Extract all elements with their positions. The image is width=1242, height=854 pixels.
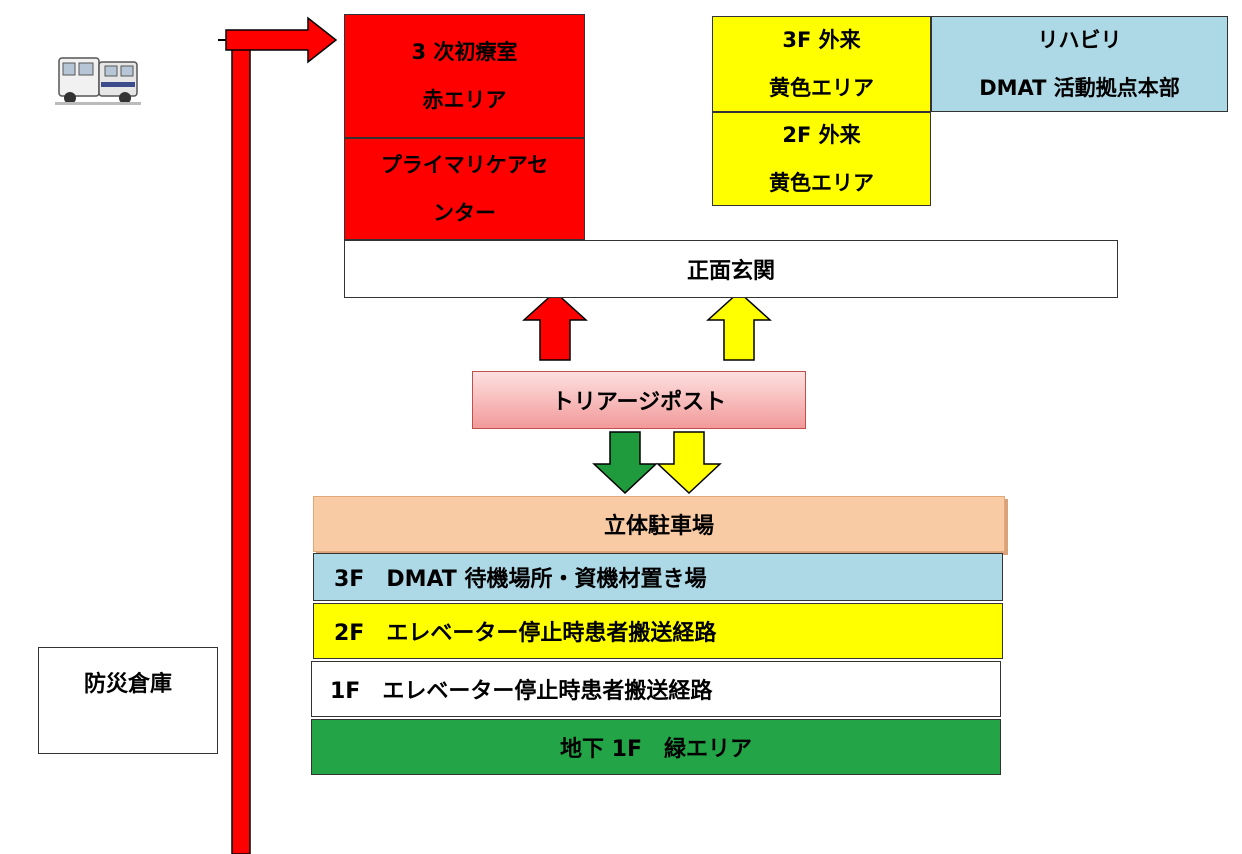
red-area-subtitle: 赤エリア — [422, 88, 507, 112]
triage-post: トリアージポスト — [472, 371, 806, 429]
up-arrow-yellow — [706, 290, 772, 361]
main-entrance: 正面玄関 — [344, 240, 1118, 298]
parking-2f-label: 2F エレベーター停止時患者搬送経路 — [334, 621, 717, 646]
parking-structure-label: 立体駐車場 — [603, 514, 714, 539]
primary-care-center: プライマリケアセ ンター — [344, 138, 585, 240]
parking-2f-transport-route: 2F エレベーター停止時患者搬送経路 — [313, 603, 1003, 659]
primary-care-line2: ンター — [433, 201, 496, 225]
ambulance-icon — [55, 52, 141, 108]
outpatient-2f-subtitle: 黄色エリア — [769, 171, 874, 195]
main-entrance-label: 正面玄関 — [686, 259, 775, 284]
ambulance-route-arrow — [225, 16, 338, 64]
down-arrow-yellow — [656, 431, 722, 495]
outpatient-3f-yellow-area: 3F 外来 黄色エリア — [712, 16, 931, 112]
parking-3f-dmat-standby: 3F DMAT 待機場所・資機材置き場 — [313, 553, 1003, 601]
disaster-storage: 防災倉庫 — [38, 647, 218, 754]
outpatient-3f-subtitle: 黄色エリア — [769, 76, 874, 100]
parking-3f-label: 3F DMAT 待機場所・資機材置き場 — [334, 567, 707, 592]
triage-post-label: トリアージポスト — [551, 390, 727, 415]
outpatient-2f-title: 2F 外来 — [782, 123, 861, 147]
rehab-title: リハビリ — [1037, 28, 1122, 52]
parking-1f-label: 1F エレベーター停止時患者搬送経路 — [330, 679, 713, 704]
parking-1f-transport-route: 1F エレベーター停止時患者搬送経路 — [311, 661, 1001, 717]
outpatient-3f-title: 3F 外来 — [782, 28, 861, 52]
dmat-hq-title: DMAT 活動拠点本部 — [979, 76, 1180, 100]
up-arrow-red — [522, 290, 588, 361]
down-arrow-green — [592, 431, 658, 495]
basement-1f-green-area: 地下 1F 緑エリア — [311, 719, 1001, 775]
parking-structure: 立体駐車場 — [313, 496, 1005, 552]
ambulance-route-line — [231, 39, 251, 854]
basement-1f-label: 地下 1F 緑エリア — [560, 737, 752, 762]
outpatient-2f-yellow-area: 2F 外来 黄色エリア — [712, 112, 931, 206]
primary-care-line1: プライマリケアセ — [380, 153, 549, 177]
red-area-title: 3 次初療室 — [411, 40, 518, 64]
rehab-dmat-hq: リハビリ DMAT 活動拠点本部 — [931, 16, 1228, 112]
primary-treatment-red-area: 3 次初療室 赤エリア — [344, 14, 585, 138]
disaster-storage-label: 防災倉庫 — [83, 672, 172, 697]
